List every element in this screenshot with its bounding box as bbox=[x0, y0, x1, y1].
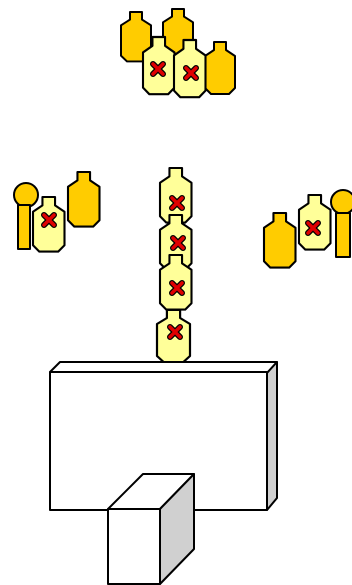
back-target bbox=[262, 211, 297, 269]
top-target-group bbox=[120, 8, 236, 99]
hit-mark-icon bbox=[44, 215, 54, 225]
steel-popper bbox=[330, 189, 352, 258]
steel-popper bbox=[13, 182, 39, 250]
hit-mark-icon bbox=[173, 238, 183, 248]
hit-mark-icon bbox=[186, 68, 196, 78]
back-target bbox=[204, 41, 236, 95]
hit-mark-icon bbox=[172, 283, 182, 293]
hit-mark-icon bbox=[153, 64, 163, 74]
left-target-group bbox=[13, 170, 101, 253]
center-target-column bbox=[155, 166, 193, 364]
hit-mark-icon bbox=[308, 223, 318, 233]
hit-mark-icon bbox=[172, 198, 182, 208]
shooting-box bbox=[107, 473, 195, 585]
back-target bbox=[66, 170, 101, 228]
right-target-group bbox=[262, 189, 352, 269]
hit-mark-icon bbox=[170, 327, 180, 337]
